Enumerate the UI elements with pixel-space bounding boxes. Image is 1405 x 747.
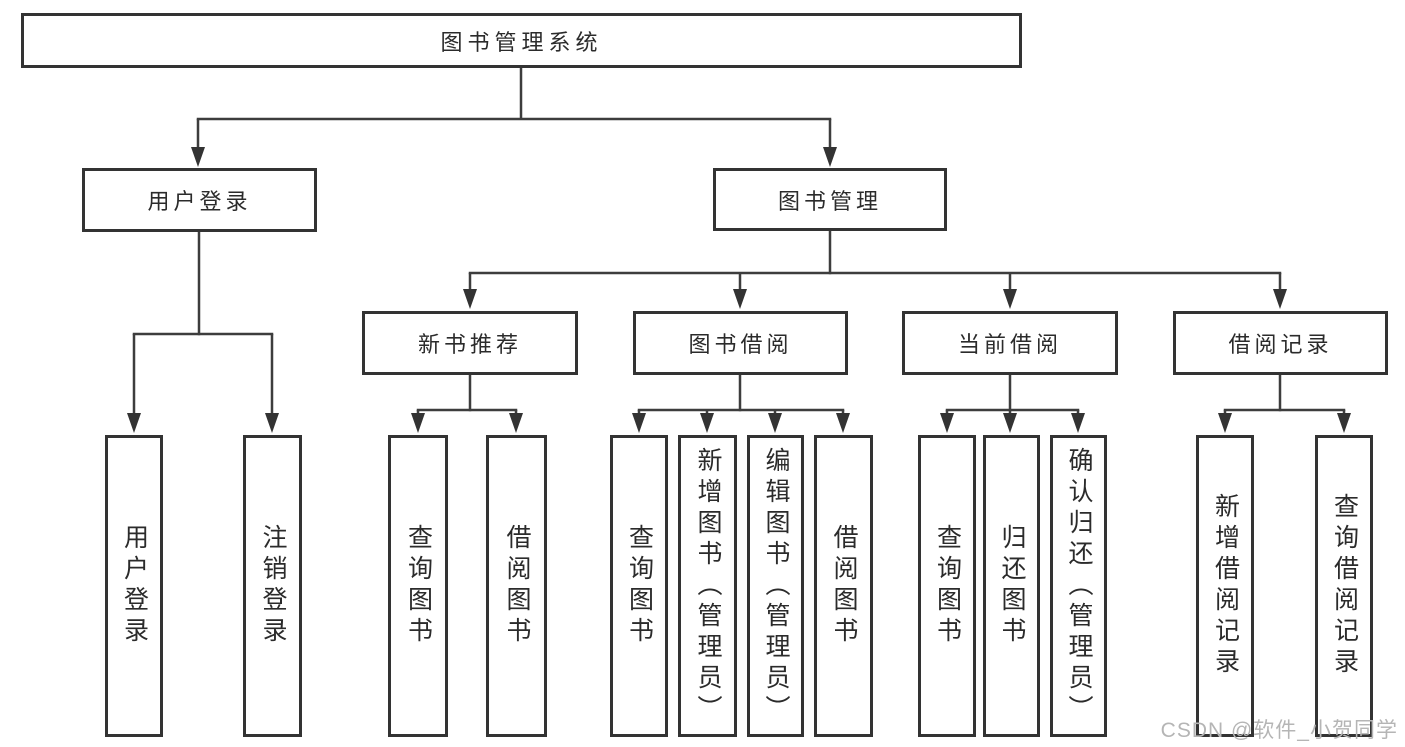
leaf-recommend-query-books: 查询图书 [388,435,448,737]
csdn-watermark: CSDN @软件_小贺同学 [1160,719,1398,742]
node-label: 查询图书 [933,524,962,648]
leaf-user-login: 用户登录 [105,435,163,737]
node-label: 借阅图书 [503,524,531,648]
node-borrow-records: 借阅记录 [1173,311,1388,375]
node-label: 新增借阅记录 [1211,493,1240,679]
node-label: 用户登录 [147,189,252,214]
node-label: 查询借阅记录 [1330,493,1359,679]
node-label: 借阅记录 [1228,332,1333,357]
node-label: 注销登录 [259,524,287,648]
node-label: 当前借阅 [957,332,1062,357]
node-label: 新书推荐 [417,332,522,357]
node-book-borrow: 图书借阅 [633,311,848,375]
leaf-add-books-admin: 新增图书（管理员） [678,435,737,737]
leaf-recommend-borrow-books: 借阅图书 [486,435,547,737]
node-label: 编辑图书（管理员） [762,446,790,726]
leaf-query-borrow-record: 查询借阅记录 [1315,435,1373,737]
leaf-return-books: 归还图书 [983,435,1040,737]
node-label: 借阅图书 [830,524,858,648]
leaf-borrow-query-books: 查询图书 [610,435,668,737]
arrowhead-icons [127,147,1351,433]
node-label: 用户登录 [120,524,149,648]
node-label: 图书借阅 [688,332,793,357]
node-root: 图书管理系统 [21,13,1022,68]
leaf-confirm-return-admin: 确认归还（管理员） [1050,435,1107,737]
node-label: 图书管理 [777,188,882,214]
node-user-login: 用户登录 [82,168,317,232]
node-label: 图书管理系统 [440,29,603,55]
node-label: 查询图书 [404,524,433,648]
node-label: 查询图书 [625,524,654,648]
node-new-book-recommend: 新书推荐 [362,311,578,375]
node-current-borrow: 当前借阅 [902,311,1118,375]
leaf-logout: 注销登录 [243,435,302,737]
node-book-management: 图书管理 [713,168,947,231]
leaf-borrow-books: 借阅图书 [814,435,873,737]
leaf-add-borrow-record: 新增借阅记录 [1196,435,1254,737]
node-label: 确认归还（管理员） [1065,446,1093,726]
leaf-edit-books-admin: 编辑图书（管理员） [747,435,804,737]
node-label: 新增图书（管理员） [694,446,722,726]
leaf-current-query-books: 查询图书 [918,435,976,737]
node-label: 归还图书 [998,524,1026,648]
